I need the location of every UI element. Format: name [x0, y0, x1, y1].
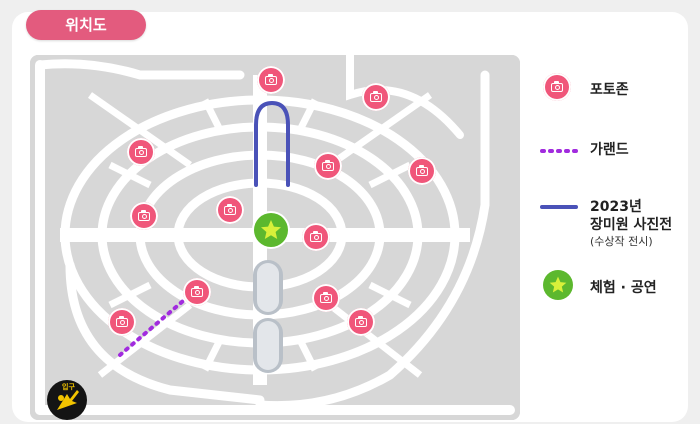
experience-star-marker[interactable] [254, 213, 288, 247]
photo-zone-marker[interactable] [127, 138, 155, 166]
legend-experience-label: 체험 · 공연 [590, 280, 657, 296]
photo-zone-marker[interactable] [302, 223, 330, 251]
page-title: 위치도 [26, 10, 146, 40]
legend-exhibition-year: 2023년 [590, 199, 642, 215]
photo-zone-marker[interactable] [216, 196, 244, 224]
photo-zone-marker[interactable] [408, 157, 436, 185]
legend-experience: 체험 · 공연 [540, 270, 690, 306]
photo-zone-marker[interactable] [130, 202, 158, 230]
legend-exhibition-sub: (수상작 전시) [590, 235, 653, 248]
star-icon [549, 276, 567, 293]
legend-garland: 가랜드 [540, 132, 690, 162]
photo-zone-marker[interactable] [257, 66, 285, 94]
legend-exhibition: 2023년 장미원 사진전 (수상작 전시) [540, 196, 690, 256]
legend-photo-zone-label: 포토존 [590, 82, 629, 98]
arrow-icon [57, 390, 79, 410]
photo-zone-marker[interactable] [347, 308, 375, 336]
photo-zone-marker[interactable] [312, 284, 340, 312]
photo-zone-marker[interactable] [314, 152, 342, 180]
legend-garland-label: 가랜드 [590, 142, 629, 158]
garland-path [118, 293, 192, 357]
star-badge-icon [543, 270, 573, 300]
entrance-marker[interactable]: 입구 [47, 380, 87, 420]
dotted-line-icon [540, 149, 578, 153]
entrance-label: 입구 [62, 383, 75, 391]
photo-zone-marker[interactable] [183, 278, 211, 306]
legend-exhibition-label: 장미원 사진전 [590, 217, 673, 233]
star-icon [261, 220, 281, 239]
photo-zone-marker[interactable] [108, 308, 136, 336]
legend-photo-zone: 포토존 [540, 70, 690, 104]
camera-icon [543, 73, 571, 101]
map-paths [30, 55, 520, 420]
photo-zone-marker[interactable] [362, 83, 390, 111]
exhibition-path [254, 100, 290, 187]
blue-line-icon [540, 205, 578, 209]
